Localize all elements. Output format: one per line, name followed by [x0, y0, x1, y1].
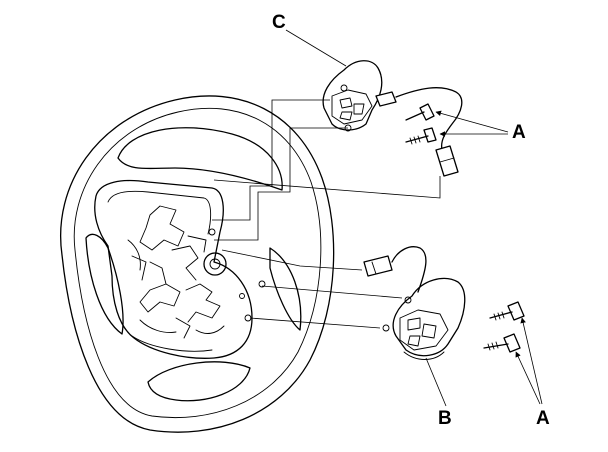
screw-lower-2-head [503, 333, 521, 353]
switch-assembly-c [322, 60, 463, 177]
switch-assembly-b [363, 246, 466, 360]
assembly-line-c-3 [213, 176, 441, 199]
hub-wiring-5 [175, 283, 221, 339]
assembly-line-b-2 [249, 317, 381, 329]
leader-a-upper-1 [435, 110, 509, 133]
switch-b-cover [392, 277, 466, 357]
screw-upper-1 [419, 103, 435, 121]
screw-lower-2-shank [483, 343, 509, 349]
switch-c-connector-2 [435, 145, 459, 177]
screws-upper [405, 103, 437, 145]
upper-spoke-opening [117, 127, 283, 191]
screw-lower-2-thread [487, 341, 499, 351]
switch-b-connector-lock [371, 261, 377, 275]
switch-b-buttons [407, 317, 437, 347]
hub-wiring-4 [139, 283, 181, 313]
hub-housing-inner [107, 190, 212, 235]
switch-c-face [331, 89, 373, 125]
screw-upper-1-shank [405, 111, 425, 121]
switch-c-hole-1 [340, 84, 348, 92]
bottom-opening [147, 361, 251, 402]
assembly-line-b-3 [221, 249, 363, 271]
assembly-line-b-1 [261, 285, 403, 299]
callouts: C A A B [272, 12, 550, 429]
hub-hole-upper [208, 228, 216, 236]
right-lower-opening [269, 247, 302, 331]
label-b: B [438, 408, 452, 429]
switch-b-connector [363, 255, 393, 277]
switch-b-harness [391, 246, 427, 293]
hub-wiring-1 [139, 205, 185, 251]
screw-lower-1-head [507, 301, 525, 321]
hub-hole-right-3 [239, 293, 245, 299]
hub-hole-right-1 [258, 280, 266, 288]
hub-wiring-3 [171, 235, 207, 281]
hub-wiring-6 [139, 319, 225, 334]
hub-lower-edge [131, 335, 213, 352]
switch-b-face [399, 309, 449, 351]
leader-a-lower-2 [515, 351, 541, 405]
assembly-lines [212, 99, 441, 329]
label-a-lower: A [536, 408, 550, 429]
switch-b-hole-2 [382, 324, 390, 332]
assembly-line-c-2 [214, 127, 348, 241]
assembly-line-c-1 [212, 99, 330, 221]
screw-lower-1-shank [489, 311, 513, 319]
left-lower-opening [85, 233, 124, 335]
switch-c-connector-1 [375, 91, 397, 107]
wheel-rim-highlight [73, 107, 322, 419]
screw-upper-2-thread [409, 135, 421, 145]
screw-upper-2-shank [405, 135, 429, 143]
label-a-upper: A [512, 122, 526, 143]
wheel-rim-outer [60, 95, 335, 433]
switch-b-base [403, 351, 445, 360]
screw-upper-2 [423, 127, 437, 143]
leader-c [285, 29, 347, 67]
switch-b-hole-1 [404, 296, 412, 304]
label-c: C [272, 12, 286, 33]
leader-b [425, 357, 447, 407]
screws-lower [483, 301, 525, 353]
leader-a-lower-1 [520, 317, 543, 405]
centre-boss-inner [209, 258, 221, 270]
hub-wiring-2 [127, 239, 167, 285]
centre-boss [203, 252, 227, 276]
switch-c-cover [322, 60, 383, 131]
screw-lower-1-thread [493, 311, 505, 321]
switch-c-buttons [339, 97, 365, 121]
hub-housing [94, 179, 253, 359]
switch-c-connector-2-lock [439, 157, 455, 163]
steering-wheel [60, 95, 335, 433]
